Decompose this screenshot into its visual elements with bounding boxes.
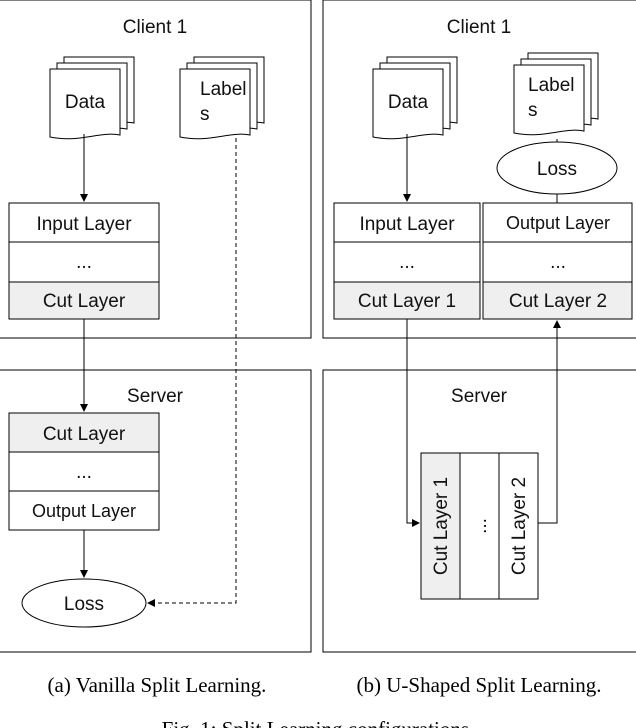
server-cut-layer-1-label: Cut Layer 1 xyxy=(431,477,452,575)
dots-cell-left-ushaped xyxy=(333,241,481,283)
server-title-vanilla: Server xyxy=(127,386,184,407)
labels-line1-ushaped: Label xyxy=(528,75,575,96)
server-title-ushaped: Server xyxy=(451,386,508,407)
cut-layer-label: Cut Layer xyxy=(43,291,126,312)
client-title-vanilla: Client 1 xyxy=(123,17,187,38)
arrow-labels-to-loss xyxy=(147,138,237,607)
data-label-ushaped: Data xyxy=(388,92,429,113)
u-shaped-diagram: Client 1 Data Label s Loss Input Layer .… xyxy=(322,0,636,653)
server-dots-label: ... xyxy=(76,462,92,483)
server-cut-layer-label: Cut Layer xyxy=(43,424,126,445)
dots-cell-right-ushaped xyxy=(482,241,633,283)
vanilla-diagram: Client 1 Data Label s Input Layer ... Cu… xyxy=(0,0,312,653)
server-cut-layer-1-ushaped xyxy=(420,452,461,600)
labels-doc-vanilla: Label s xyxy=(179,56,265,140)
input-layer-ushaped xyxy=(333,202,481,243)
caption-a: (a) Vanilla Split Learning. xyxy=(48,673,267,697)
client-output-model-ushaped: Output Layer ... Cut Layer 2 xyxy=(482,202,633,320)
cut-layer-2-label: Cut Layer 2 xyxy=(509,291,607,312)
client-title-ushaped: Client 1 xyxy=(447,17,511,38)
labels-doc-ushaped: Label s xyxy=(513,52,599,136)
data-doc-vanilla: Data xyxy=(49,56,135,140)
client-model-vanilla: Input Layer ... Cut Layer xyxy=(8,202,160,320)
figure-caption: Fig. 1: Split Learning configurations. xyxy=(162,717,475,728)
input-layer-label: Input Layer xyxy=(36,214,132,235)
server-dots-cell-vanilla xyxy=(8,451,160,492)
dots-cell-vanilla xyxy=(8,241,160,283)
arrow-cut1-to-server xyxy=(406,319,420,527)
dots-label: ... xyxy=(76,252,92,273)
labels-line2-vanilla: s xyxy=(200,104,210,125)
cut-layer-1-ushaped xyxy=(333,281,481,320)
server-cut-layer-vanilla xyxy=(8,412,160,453)
cut-layer-1-label: Cut Layer 1 xyxy=(358,291,456,312)
output-layer-label-ushaped: Output Layer xyxy=(506,213,610,233)
server-model-vanilla: Cut Layer ... Output Layer xyxy=(8,412,160,531)
data-doc-ushaped: Data xyxy=(372,56,458,140)
input-layer-label-ushaped: Input Layer xyxy=(359,214,455,235)
loss-label-ushaped: Loss xyxy=(537,159,577,180)
dots-left-label: ... xyxy=(399,252,415,273)
caption-b: (b) U-Shaped Split Learning. xyxy=(357,673,602,697)
client-input-model-ushaped: Input Layer ... Cut Layer 1 xyxy=(333,202,481,320)
dots-right-label: ... xyxy=(550,252,566,273)
server-dots-cell-ushaped xyxy=(459,452,500,600)
loss-label-vanilla: Loss xyxy=(64,594,104,615)
server-model-ushaped: Cut Layer 1 ... Cut Layer 2 xyxy=(420,452,539,600)
server-dots-label: ... xyxy=(470,518,491,534)
data-label-vanilla: Data xyxy=(65,92,106,113)
labels-line2-ushaped: s xyxy=(528,100,538,121)
input-layer-vanilla xyxy=(8,202,160,243)
server-cut-layer-2-label: Cut Layer 2 xyxy=(509,477,530,575)
loss-node-vanilla xyxy=(21,578,147,628)
arrow-server-to-cut2 xyxy=(538,320,561,524)
labels-line1-vanilla: Label xyxy=(200,79,247,100)
server-cut-layer-2-ushaped xyxy=(498,452,539,600)
output-layer-label: Output Layer xyxy=(32,501,136,521)
cut-layer-2-ushaped xyxy=(482,281,633,320)
